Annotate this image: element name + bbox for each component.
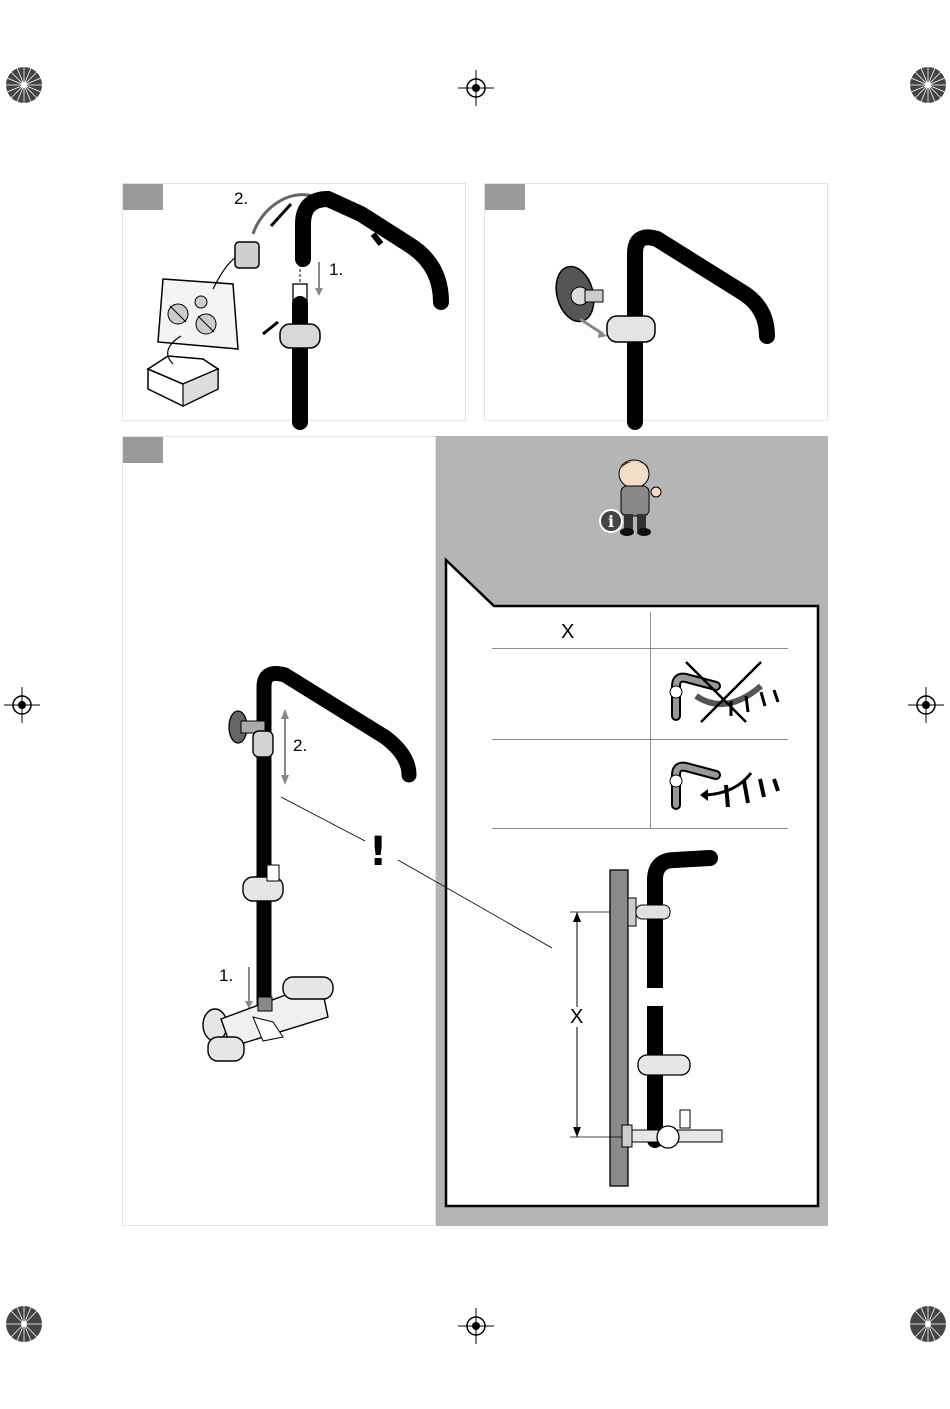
step1-label-2: 2. xyxy=(234,190,248,207)
table-header-x: X xyxy=(561,622,574,642)
installation-detail-drawing xyxy=(560,850,730,1190)
crosshair-bottom xyxy=(458,1308,494,1344)
table-rule-3 xyxy=(492,828,788,829)
crosshair-top xyxy=(458,70,494,106)
table-rule-2 xyxy=(492,739,788,740)
step-panel-2 xyxy=(484,183,828,421)
crossed-out-lever-icon xyxy=(656,656,786,734)
table-column-divider xyxy=(650,612,651,828)
step3-illustration xyxy=(123,437,437,1227)
step-panel-3: 2. 1. xyxy=(122,436,436,1226)
step3-label-2: 2. xyxy=(293,737,307,754)
registration-mark-top-left xyxy=(5,66,43,104)
leader-line-to-detail xyxy=(398,860,558,952)
correct-lever-icon xyxy=(656,745,786,823)
table-rule-1 xyxy=(492,648,788,649)
registration-mark-bottom-right xyxy=(909,1305,947,1343)
crosshair-right xyxy=(908,687,944,723)
step2-illustration xyxy=(485,184,829,422)
step-panel-1: 2. 1. xyxy=(122,183,466,421)
dimension-label-x: X xyxy=(569,1007,584,1027)
warning-symbol: ! xyxy=(369,832,387,872)
step1-label-1: 1. xyxy=(329,261,343,278)
registration-mark-top-right xyxy=(909,66,947,104)
crosshair-left xyxy=(4,687,40,723)
step3-label-1: 1. xyxy=(219,967,233,984)
registration-mark-bottom-left xyxy=(5,1305,43,1343)
step1-illustration xyxy=(123,184,467,422)
